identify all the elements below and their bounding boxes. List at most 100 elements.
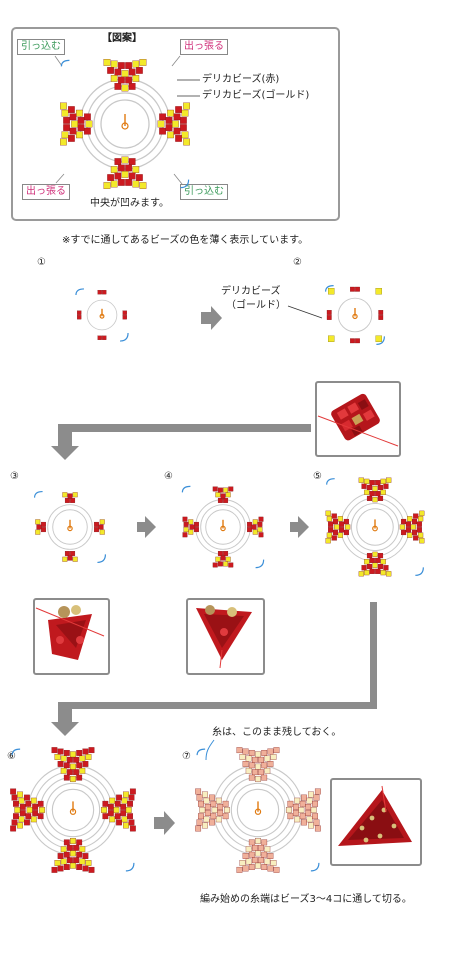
- bead: [165, 117, 173, 124]
- bead: [103, 182, 111, 189]
- bead: [223, 498, 229, 503]
- bead: [70, 551, 76, 556]
- bead: [125, 62, 132, 69]
- bead-group: [181, 485, 265, 569]
- bead: [18, 816, 25, 823]
- bead-group: [75, 288, 129, 342]
- bead: [225, 492, 231, 498]
- bead: [85, 120, 93, 128]
- bead: [128, 794, 135, 801]
- bead: [258, 844, 264, 851]
- bead: [68, 106, 75, 113]
- bead: [159, 113, 166, 121]
- bead: [313, 794, 320, 801]
- bead: [292, 804, 299, 810]
- bead-gold-corner: [375, 288, 382, 295]
- bead: [255, 776, 261, 782]
- bead: [248, 762, 255, 769]
- bead: [366, 552, 373, 559]
- bead: [72, 556, 78, 562]
- thread-note: 糸は、このまま残しておく。: [212, 727, 342, 738]
- bead: [37, 800, 44, 807]
- bead: [67, 756, 73, 763]
- guide-ring: [47, 504, 93, 550]
- bead: [380, 559, 386, 565]
- bead: [261, 762, 268, 769]
- bead: [217, 561, 223, 567]
- bead: [67, 493, 73, 499]
- bead: [35, 529, 41, 535]
- end-note: 編み始めの糸端はビーズ3〜4コに通して切る。: [200, 894, 412, 905]
- bead: [159, 127, 166, 135]
- bead: [223, 561, 229, 567]
- bead: [129, 825, 136, 832]
- bead: [121, 816, 128, 823]
- bead: [375, 480, 381, 486]
- bead: [30, 797, 37, 804]
- bead: [361, 565, 367, 571]
- bead: [416, 521, 422, 527]
- bead: [57, 748, 64, 755]
- bead: [82, 853, 89, 859]
- bead: [326, 516, 332, 522]
- bead: [252, 844, 258, 851]
- bead: [128, 158, 136, 165]
- bead-gold-corner: [328, 288, 335, 295]
- bead: [236, 747, 243, 754]
- bead: [88, 866, 95, 873]
- bead: [167, 131, 174, 139]
- guide-ring: [45, 782, 101, 838]
- bead: [267, 865, 274, 872]
- bead: [110, 75, 118, 82]
- bead: [202, 822, 208, 829]
- thread-path: [120, 333, 129, 342]
- bead: [128, 83, 136, 90]
- bead: [386, 477, 392, 483]
- bead: [157, 120, 165, 128]
- bead: [77, 124, 85, 131]
- bead: [62, 492, 68, 498]
- bead: [375, 490, 381, 497]
- bead: [181, 109, 189, 117]
- bead: [102, 813, 109, 820]
- bead: [70, 850, 76, 857]
- bead-group: [325, 477, 425, 577]
- guide-ring: [33, 770, 113, 850]
- bead: [30, 816, 37, 823]
- bead: [122, 315, 127, 320]
- bead: [67, 769, 73, 776]
- bead: [405, 521, 412, 527]
- bead: [36, 524, 42, 530]
- bead: [197, 813, 204, 820]
- bead: [97, 335, 102, 340]
- bead: [248, 774, 255, 781]
- bead: [76, 762, 83, 769]
- bead: [358, 571, 364, 577]
- bead: [258, 769, 264, 776]
- bead: [136, 174, 143, 181]
- bead: [380, 489, 386, 495]
- bead: [63, 124, 70, 131]
- bead: [248, 749, 255, 756]
- thread-path: [181, 485, 191, 493]
- bead: [413, 513, 419, 519]
- bead: [242, 748, 249, 755]
- bead: [212, 562, 218, 568]
- bead: [41, 521, 46, 527]
- bead: [69, 113, 77, 121]
- bead: [378, 315, 384, 320]
- bead: [248, 864, 255, 871]
- bead: [94, 521, 99, 527]
- bead: [107, 67, 114, 74]
- thread-path: [310, 862, 320, 872]
- bead: [127, 813, 134, 820]
- bead: [70, 763, 76, 770]
- bead: [386, 571, 392, 577]
- bead: [73, 756, 79, 763]
- bead: [125, 164, 132, 172]
- bead: [375, 568, 381, 574]
- bead: [217, 498, 223, 503]
